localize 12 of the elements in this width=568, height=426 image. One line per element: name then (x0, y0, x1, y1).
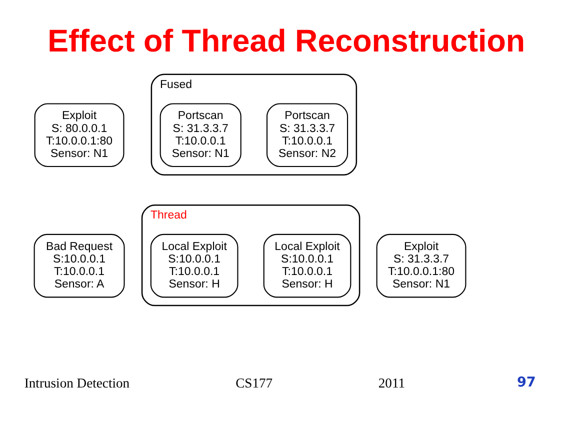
node-box: Bad Request S:10.0.0.1 T:10.0.0.1 Sensor: A (34, 234, 125, 298)
label: Intrusion Detection (24, 376, 130, 391)
diagram-title: Effect of Thread Reconstruction (48, 23, 526, 58)
node-box: Exploit S: 80.0.0.1 T:10.0.0.1:80 Sensor: N1 (34, 103, 124, 167)
node-box: Local Exploit S:10.0.0.1 T:10.0.0.1 Sensor: H (263, 234, 352, 298)
label: 97 (516, 374, 536, 390)
node-box: Exploit S: 31.3.3.7 T:10.0.0.1:80 Sensor: N1 (376, 234, 466, 298)
label: CS177 (236, 376, 273, 391)
node-box: Portscan S: 31.3.3.7 T:10.0.0.1 Sensor: N1 (160, 103, 242, 167)
node-box: Local Exploit S:10.0.0.1 T:10.0.0.1 Sensor: H (150, 234, 238, 298)
node-box: Portscan S: 31.3.3.7 T:10.0.0.1 Sensor: N2 (266, 103, 348, 167)
label: 2011 (378, 376, 406, 391)
